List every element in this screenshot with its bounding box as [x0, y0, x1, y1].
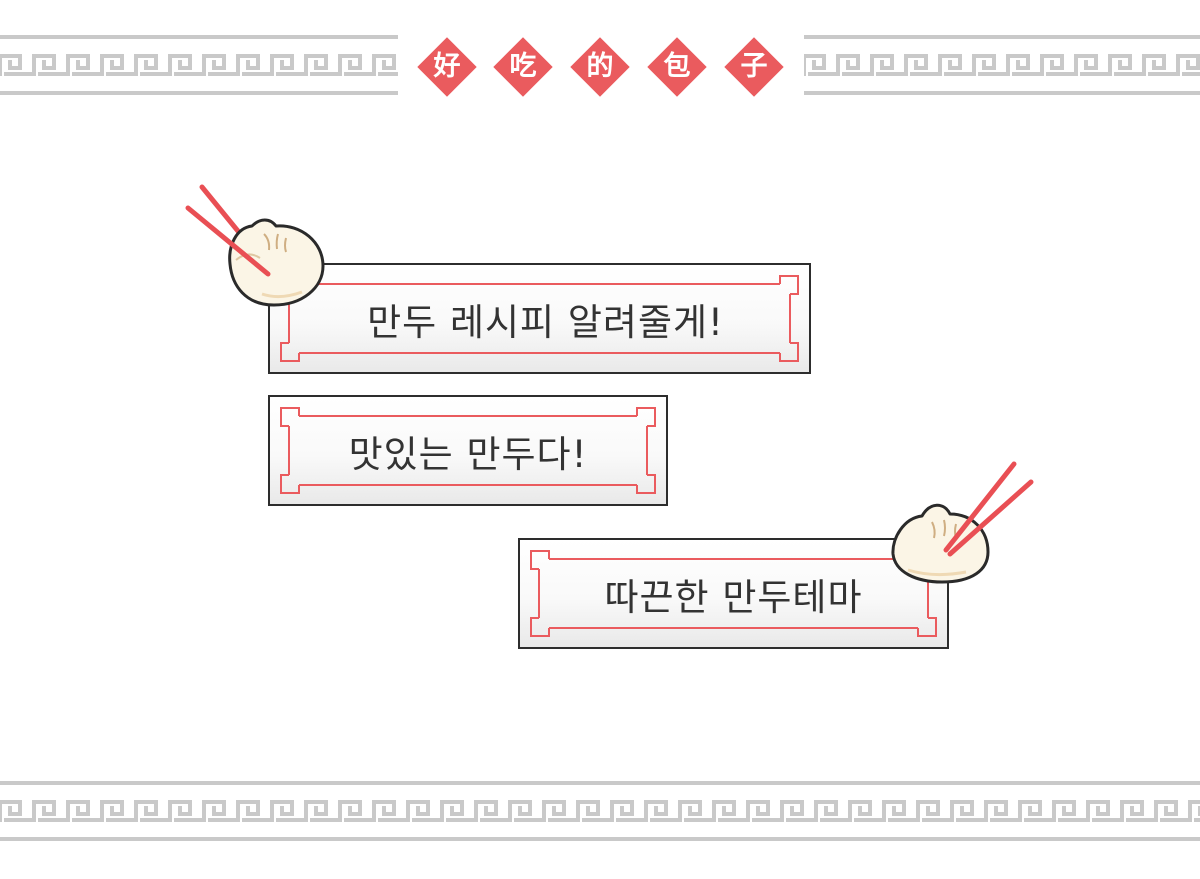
- title-banner: 好 吃 的 包 子: [412, 28, 796, 106]
- top-left-key-border: [0, 35, 398, 95]
- label-frame: [280, 407, 656, 494]
- label-recipe-text: 만두 레시피 알려줄게!: [367, 300, 724, 344]
- label-tasty-text: 맛있는 만두다!: [348, 432, 588, 476]
- title-char-2: 吃: [492, 36, 554, 98]
- bottom-key-border: [0, 781, 1200, 841]
- title-char-4: 包: [646, 36, 708, 98]
- title-char-1: 好: [416, 36, 478, 98]
- title-char-3: 的: [569, 36, 631, 98]
- label-warm: 따끈한 만두테마: [518, 538, 949, 649]
- top-right-key-border: [804, 35, 1200, 95]
- chopsticks-icon: [185, 205, 271, 277]
- label-warm-text: 따끈한 만두테마: [604, 575, 863, 619]
- chopsticks-icon: [943, 461, 1034, 557]
- title-char-5: 子: [723, 36, 785, 98]
- dumpling-chopsticks-right: [891, 461, 1034, 584]
- label-recipe: 만두 레시피 알려줄게!: [268, 263, 811, 374]
- label-tasty: 맛있는 만두다!: [268, 395, 668, 506]
- dumpling-icon: [228, 218, 325, 307]
- dumpling-chopsticks-left: [185, 184, 325, 307]
